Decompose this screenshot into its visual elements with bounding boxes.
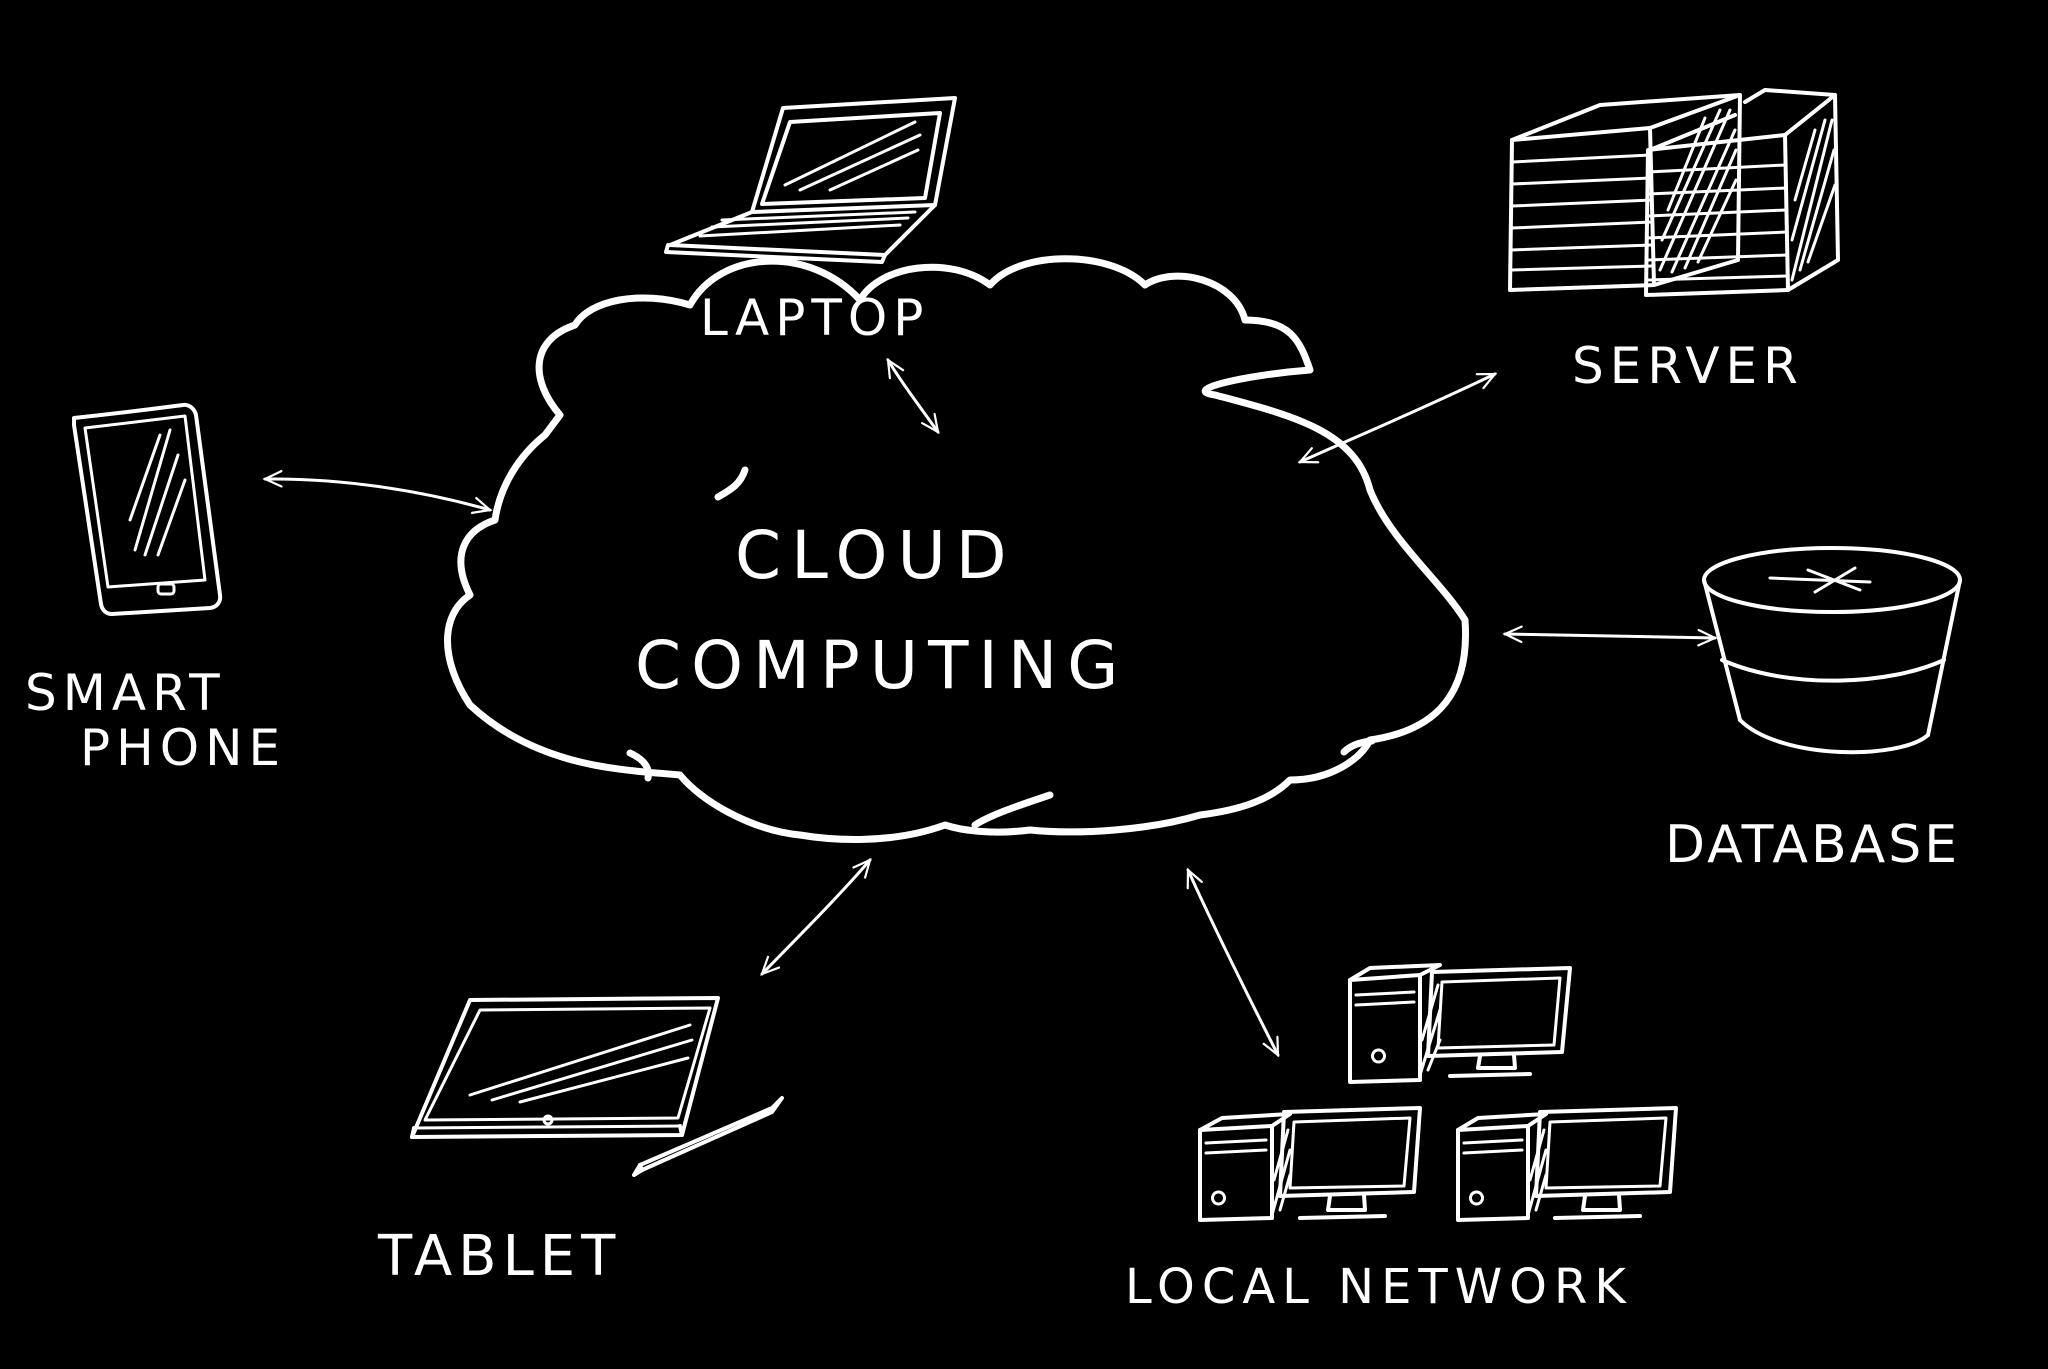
arrow-smartphone bbox=[262, 469, 493, 514]
cloud-title-line2: COMPUTING bbox=[635, 627, 1128, 704]
smartphone-label-line1: SMART bbox=[25, 664, 226, 722]
arrow-laptop bbox=[886, 357, 940, 435]
smartphone-icon bbox=[72, 402, 223, 616]
smartphone-label-line2: PHONE bbox=[80, 719, 286, 777]
database-icon bbox=[1702, 546, 1962, 755]
desktop-computer-icon bbox=[1348, 963, 1572, 1084]
tablet-label: TABLET bbox=[377, 1224, 621, 1289]
tablet-icon bbox=[410, 996, 784, 1177]
laptop-label: LAPTOP bbox=[700, 289, 929, 347]
arrow-server bbox=[1297, 372, 1498, 464]
arrow-tablet bbox=[760, 858, 872, 976]
database-label: DATABASE bbox=[1665, 815, 1960, 875]
desktop-computer-icon bbox=[1198, 1106, 1422, 1222]
arrow-database bbox=[1502, 625, 1718, 647]
connector-arrows bbox=[262, 357, 1718, 1058]
server-label: SERVER bbox=[1572, 337, 1804, 395]
local-network-icons bbox=[1198, 963, 1678, 1222]
laptop-icon bbox=[664, 96, 957, 264]
server-icon bbox=[1508, 88, 1840, 297]
cloud-title-line1: CLOUD bbox=[735, 517, 1017, 594]
cloud-shape bbox=[444, 255, 1470, 843]
desktop-computer-icon bbox=[1456, 1106, 1678, 1222]
arrow-local-network bbox=[1186, 867, 1280, 1058]
local-network-label: LOCAL NETWORK bbox=[1125, 1259, 1633, 1315]
